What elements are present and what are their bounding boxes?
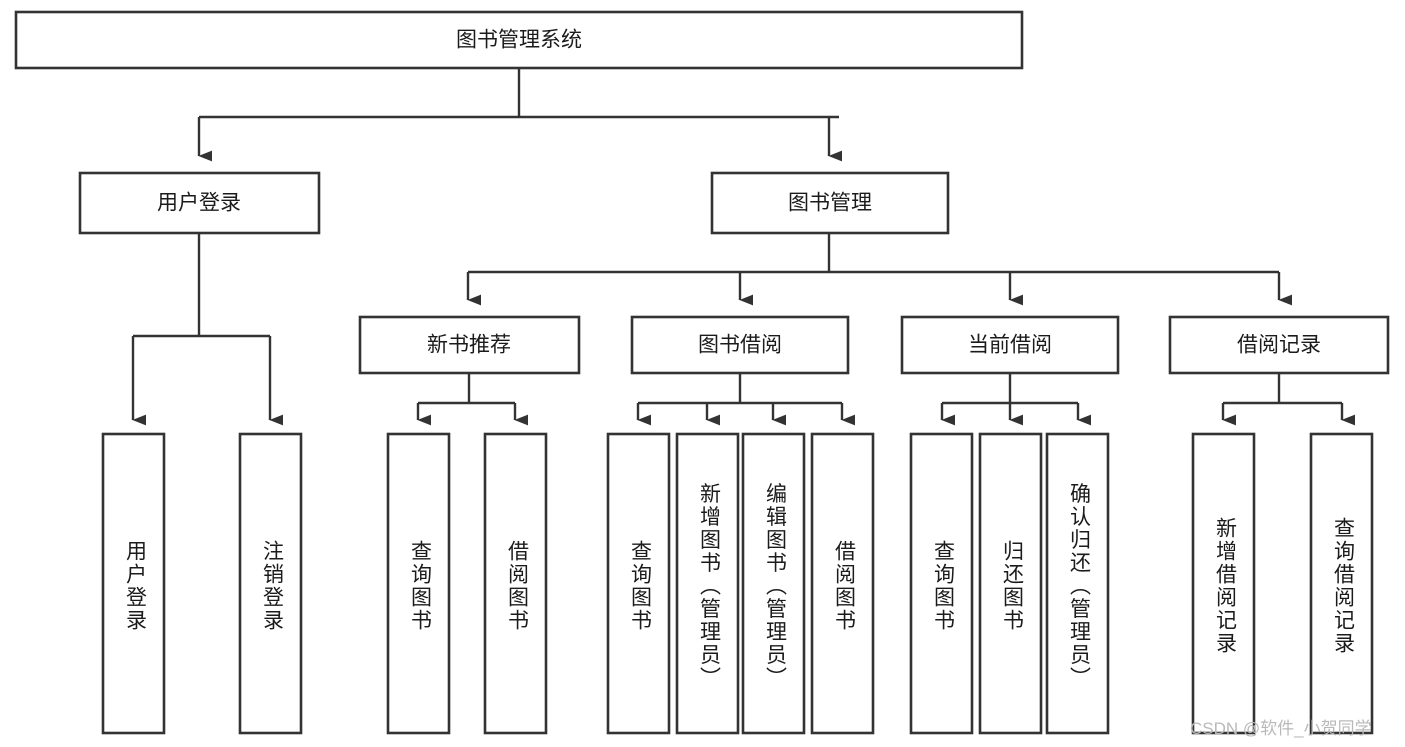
node-new-book-recommend[interactable]: 新书推荐 [358, 315, 581, 375]
node-leaf-return-book-label: 归还图书 [1000, 540, 1024, 632]
node-leaf-confirm-return-label: 确认归还（管理员） [1067, 483, 1091, 690]
connector-record-to-leaves [1221, 373, 1355, 426]
node-current-borrow-label: 当前借阅 [968, 334, 1052, 357]
node-book-borrow[interactable]: 图书借阅 [630, 315, 850, 375]
node-borrow-record-label: 借阅记录 [1237, 334, 1321, 357]
node-leaf-borrow-book-2-label: 借阅图书 [832, 540, 856, 632]
node-leaf-query-book-1[interactable]: 查询图书 [386, 432, 451, 735]
node-leaf-query-book-2[interactable]: 查询图书 [606, 432, 671, 735]
node-leaf-add-book-label: 新增图书（管理员） [697, 483, 721, 690]
node-leaf-borrow-book-2[interactable]: 借阅图书 [810, 432, 875, 735]
node-leaf-query-book-3-label: 查询图书 [931, 540, 955, 632]
node-leaf-return-book[interactable]: 归还图书 [978, 432, 1043, 735]
node-book-manage-label: 图书管理 [788, 192, 872, 215]
node-leaf-query-book-2-label: 查询图书 [628, 540, 652, 632]
connector-borrow-to-leaves [636, 373, 855, 426]
node-leaf-add-book[interactable]: 新增图书（管理员） [675, 432, 740, 735]
node-leaf-query-record[interactable]: 查询借阅记录 [1309, 432, 1374, 735]
connector-userlogin-to-leaves [131, 233, 283, 426]
node-leaf-query-book-3[interactable]: 查询图书 [909, 432, 974, 735]
node-user-login[interactable]: 用户登录 [78, 171, 321, 235]
node-current-borrow[interactable]: 当前借阅 [900, 315, 1120, 375]
node-leaf-edit-book[interactable]: 编辑图书（管理员） [741, 432, 806, 735]
node-leaf-add-record-label: 新增借阅记录 [1213, 517, 1237, 655]
connector-layer [131, 68, 1355, 426]
connector-current-to-leaves [940, 373, 1091, 426]
node-leaf-borrow-book-1-label: 借阅图书 [505, 540, 529, 632]
node-borrow-record[interactable]: 借阅记录 [1168, 315, 1390, 375]
node-book-borrow-label: 图书借阅 [698, 334, 782, 357]
node-leaf-query-record-label: 查询借阅记录 [1331, 517, 1355, 655]
node-leaf-add-record[interactable]: 新增借阅记录 [1191, 432, 1256, 735]
node-leaf-confirm-return[interactable]: 确认归还（管理员） [1045, 432, 1110, 735]
node-leaf-user-login-label: 用户登录 [123, 540, 147, 632]
node-root[interactable]: 图书管理系统 [14, 10, 1024, 70]
node-book-manage[interactable]: 图书管理 [710, 171, 950, 235]
node-leaf-user-logout-label: 注销登录 [260, 540, 284, 632]
node-new-book-recommend-label: 新书推荐 [427, 334, 511, 357]
csdn-watermark: CSDN @软件_小贺同学 [1190, 719, 1372, 738]
node-leaf-user-login[interactable]: 用户登录 [101, 432, 166, 735]
connector-bookmanage-to-level2 [466, 233, 1292, 306]
node-leaf-edit-book-label: 编辑图书（管理员） [763, 483, 787, 690]
node-leaf-borrow-book-1[interactable]: 借阅图书 [483, 432, 548, 735]
node-user-login-label: 用户登录 [157, 192, 241, 215]
connector-recommend-to-leaves [416, 373, 528, 426]
node-root-label: 图书管理系统 [456, 29, 582, 52]
node-leaf-query-book-1-label: 查询图书 [408, 540, 432, 632]
node-leaf-user-logout[interactable]: 注销登录 [238, 432, 303, 735]
connector-root-to-level1 [197, 68, 842, 162]
